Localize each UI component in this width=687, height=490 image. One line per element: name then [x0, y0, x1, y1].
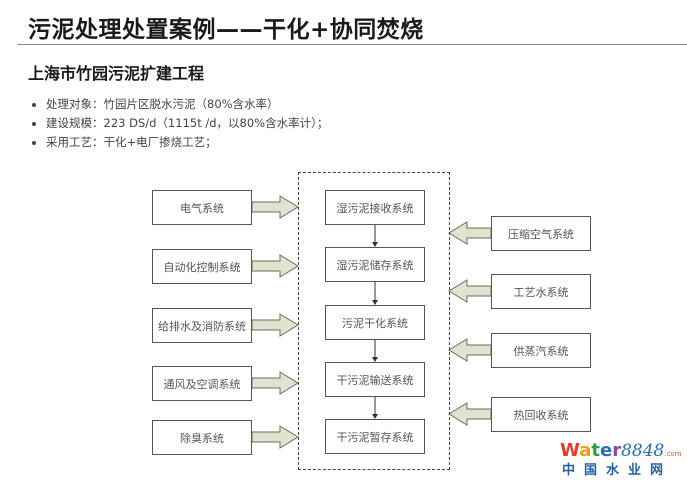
logo-brand: Water: [560, 440, 622, 461]
input-arrow-icon: [251, 313, 299, 337]
left-system-box: 给排水及消防系统: [152, 308, 252, 343]
right-system-box: 供蒸汽系统: [491, 333, 591, 368]
input-arrow-icon: [251, 425, 299, 449]
flow-arrowhead-icon: [372, 414, 378, 419]
process-step-box: 湿污泥接收系统: [325, 190, 425, 225]
process-step-box: 湿污泥储存系统: [325, 247, 425, 282]
left-system-box: 通风及空调系统: [152, 366, 252, 401]
process-step-box: 污泥干化系统: [325, 305, 425, 340]
core-process-boundary: [298, 172, 450, 470]
title-divider: [17, 44, 687, 45]
bullet-icon: [32, 121, 36, 126]
supply-arrow-icon: [448, 402, 492, 426]
bullet-item: 建设规模：223 DS/d（1115t /d，以80%含水率计）；: [32, 114, 328, 133]
page-title: 污泥处理处置案例——干化+协同焚烧: [28, 17, 424, 43]
right-system-box: 压缩空气系统: [491, 216, 591, 251]
supply-arrow-icon: [448, 221, 492, 245]
logo-domain: .com: [664, 450, 682, 458]
flow-arrowhead-icon: [372, 242, 378, 247]
bullet-icon: [32, 102, 36, 107]
supply-arrow-icon: [448, 338, 492, 362]
left-system-box: 电气系统: [152, 190, 252, 225]
logo-number: 8848: [621, 441, 665, 461]
process-step-box: 干污泥暂存系统: [325, 419, 425, 454]
supply-arrow-icon: [448, 279, 492, 303]
right-system-box: 工艺水系统: [491, 274, 591, 309]
project-subtitle: 上海市竹园污泥扩建工程: [28, 64, 205, 83]
bullet-item: 处理对象：竹园片区脱水污泥（80%含水率）: [32, 95, 328, 114]
logo-chinese: 中国水业网: [562, 463, 673, 478]
input-arrow-icon: [251, 254, 299, 278]
project-bullets: 处理对象：竹园片区脱水污泥（80%含水率） 建设规模：223 DS/d（1115…: [32, 95, 328, 152]
bullet-icon: [32, 140, 36, 145]
left-system-box: 除臭系统: [152, 420, 252, 455]
bullet-item: 采用工艺：干化+电厂掺烧工艺；: [32, 133, 328, 152]
flow-arrowhead-icon: [372, 300, 378, 305]
process-step-box: 干污泥输送系统: [325, 362, 425, 397]
flow-arrowhead-icon: [372, 357, 378, 362]
input-arrow-icon: [251, 371, 299, 395]
left-system-box: 自动化控制系统: [152, 249, 252, 284]
watermark-logo: Water8848.com 中国水业网: [560, 440, 682, 478]
input-arrow-icon: [251, 195, 299, 219]
right-system-box: 热回收系统: [491, 397, 591, 432]
